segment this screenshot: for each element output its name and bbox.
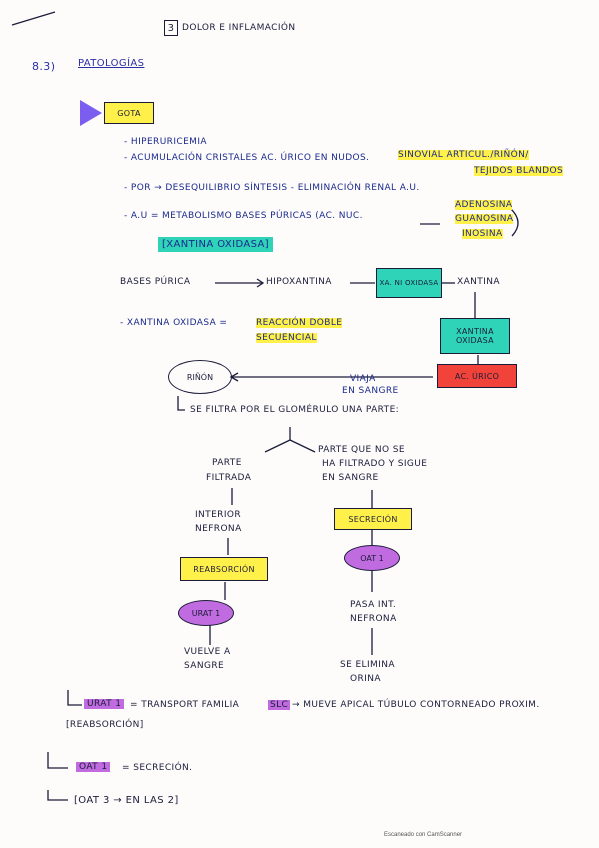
filtra-text: Se filtra por el glomérulo una parte: xyxy=(190,405,400,415)
ac-urico-box: Ac. úrico xyxy=(437,364,517,388)
gota-arrow-icon xyxy=(80,100,102,126)
left-title: Parte xyxy=(212,458,242,468)
xo-reaction-2: secuencial xyxy=(256,333,317,343)
footer-urat-text: = transport familia xyxy=(130,700,240,710)
xo-reaction: Reacción doble xyxy=(256,318,343,328)
footer-urat-text-2: → mueve apical túbulo contorneado proxim… xyxy=(292,700,540,710)
pasa-2: nefrona xyxy=(350,614,397,624)
gota-label: Gota xyxy=(117,108,141,118)
chapter-number: 3 xyxy=(167,22,175,34)
left-next-2: nefrona xyxy=(195,524,242,534)
right-title: Parte que no se xyxy=(318,445,405,455)
secrecion-label: Secreción xyxy=(348,514,398,524)
oat1-oval: OAT 1 xyxy=(344,545,400,571)
left-title-2: filtrada xyxy=(206,473,252,483)
elimina: Se elimina xyxy=(340,660,395,670)
footer-oat3: [OAT 3 → en las 2] xyxy=(74,795,179,806)
footer-slc: SLC xyxy=(268,700,291,710)
section-title: Patologías xyxy=(78,58,145,69)
chapter-number-box: 3 xyxy=(164,20,178,36)
rinon-label: Riñón xyxy=(186,372,214,382)
gota-point-4: - A.U = metabolismo bases púricas (ac. n… xyxy=(124,211,363,221)
oat1-label: OAT 1 xyxy=(360,553,384,563)
reabsorcion-box: Reabsorción xyxy=(180,557,268,581)
enzyme-xantina-oxidasa: [Xantina oxidasa] xyxy=(158,237,274,252)
gota-point-1: - Hiperuricemia xyxy=(124,137,207,147)
gota-point-2: - Acumulación cristales ac. úrico en nud… xyxy=(124,153,370,163)
section-number: 8.3) xyxy=(32,60,56,73)
right-title-2: ha filtrado y sigue xyxy=(322,459,428,469)
rinon-oval: Riñón xyxy=(168,360,232,394)
gota-box: Gota xyxy=(104,102,154,124)
xo-box-2: Xantina oxidasa xyxy=(440,318,510,354)
footer-oat1-text: = secreción. xyxy=(122,763,193,773)
bases-puricas: Bases púrica xyxy=(120,277,191,287)
en-sangre: en sangre xyxy=(342,386,399,396)
nucleoside-inosina: Inosina xyxy=(462,229,503,239)
pasa: Pasa int. xyxy=(350,600,397,610)
xantina: Xantina xyxy=(457,277,500,287)
xo-box-2-label: Xantina oxidasa xyxy=(456,327,494,345)
ac-urico-label: Ac. úrico xyxy=(454,371,500,381)
urat1-label: URAT 1 xyxy=(191,608,221,618)
footer-urat1: URAT 1 xyxy=(84,699,125,709)
xo-note: - Xantina oxidasa = xyxy=(120,318,228,328)
elimina-2: orina xyxy=(350,674,381,684)
nucleoside-adenosina: Adenosina xyxy=(455,200,513,210)
scanner-watermark: Escaneado con CamScanner xyxy=(384,832,463,838)
xo-box-1: Xa. ni oxidasa xyxy=(376,268,442,298)
footer-reab: [Reabsorción] xyxy=(66,720,144,730)
hipoxantina: Hipoxantina xyxy=(266,277,332,287)
secrecion-box: Secreción xyxy=(334,508,412,530)
gota-point-2c: tejidos blandos xyxy=(474,166,564,176)
footer-oat1: OAT 1 xyxy=(76,762,111,772)
reabsorcion-label: Reabsorción xyxy=(193,564,255,574)
vuelve: Vuelve a xyxy=(184,647,231,657)
urat1-oval: URAT 1 xyxy=(178,600,234,626)
left-next: Interior xyxy=(195,510,242,520)
right-title-3: en sangre xyxy=(322,473,379,483)
gota-point-3: - Por → desequilibrio síntesis - elimina… xyxy=(124,183,420,193)
viaja: Viaja xyxy=(350,374,376,384)
vuelve-2: sangre xyxy=(184,661,225,671)
gota-point-2b: Sinovial articul./riñón/ xyxy=(398,150,529,160)
xo-box-1-label: Xa. ni oxidasa xyxy=(379,279,439,287)
chapter-title: Dolor e inflamación xyxy=(182,23,296,33)
nucleoside-guanosina: Guanosina xyxy=(455,214,514,224)
